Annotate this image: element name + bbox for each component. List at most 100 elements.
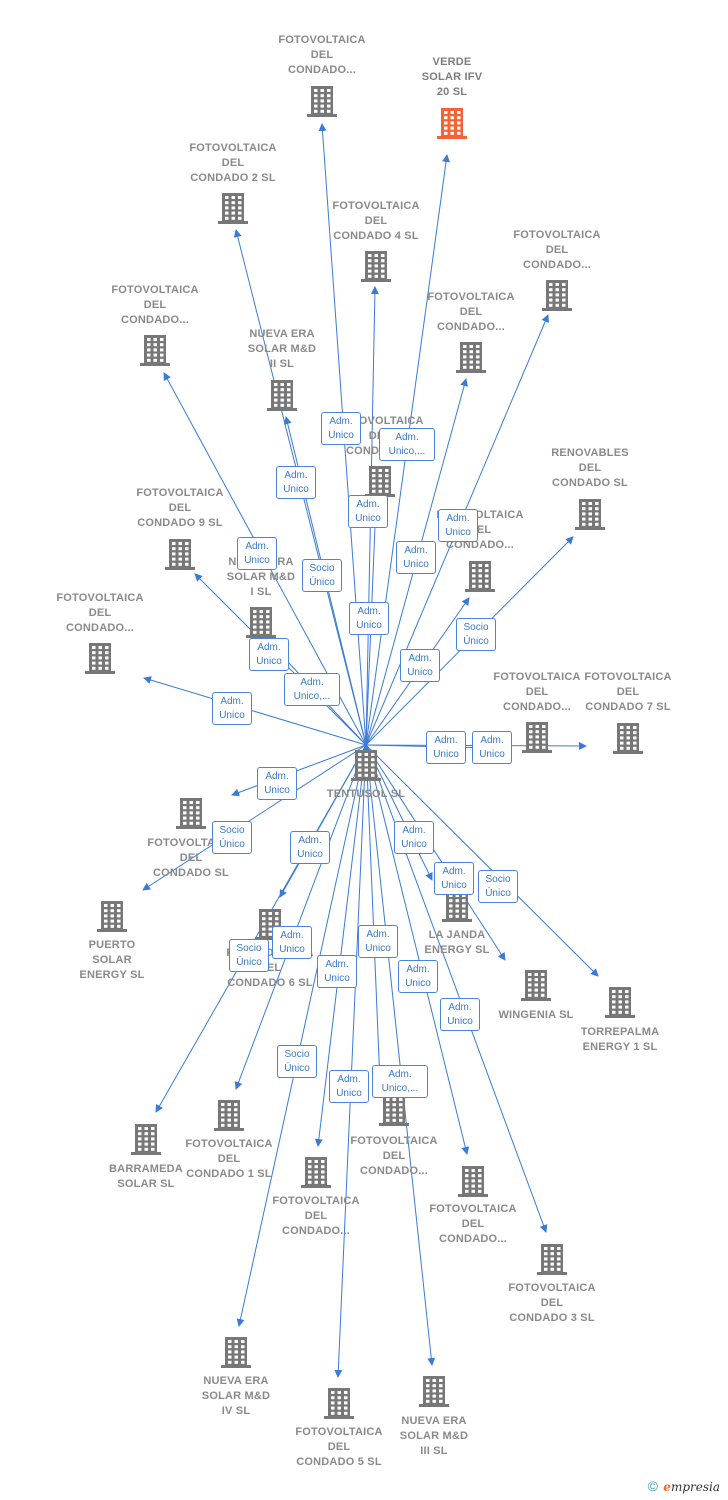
- relationship-badge[interactable]: Adm. Unico: [400, 649, 440, 682]
- edge-to-n31: [365, 744, 436, 1366]
- node-label-n1: FOTOVOLTAICA DEL CONDADO...: [278, 34, 366, 76]
- relationship-badge[interactable]: Adm. Unico: [272, 926, 312, 959]
- relationship-badge[interactable]: Adm. Unico: [317, 955, 357, 988]
- building-icon-n22[interactable]: [605, 987, 635, 1018]
- building-icon-n15[interactable]: [522, 722, 552, 753]
- node-label-n24: FOTOVOLTAICA DEL CONDADO 1 SL: [185, 1138, 273, 1180]
- relationship-badge[interactable]: Socio Único: [212, 821, 252, 854]
- node-label-n15: FOTOVOLTAICA DEL CONDADO...: [493, 671, 581, 713]
- building-icon-n7[interactable]: [456, 342, 486, 373]
- building-icon-n28[interactable]: [537, 1244, 567, 1275]
- edge-to-n17: [231, 744, 367, 797]
- node-label-n18: PUERTO SOLAR ENERGY SL: [79, 939, 145, 981]
- node-label-n10: RENOVABLES DEL CONDADO SL: [551, 447, 629, 489]
- node-label-n23: BARRAMEDA SOLAR SL: [109, 1163, 183, 1190]
- edge-to-n22: [365, 744, 599, 977]
- relationship-badge[interactable]: Adm. Unico: [349, 602, 389, 635]
- node-label-n26: FOTOVOLTAICA DEL CONDADO...: [272, 1195, 360, 1237]
- relationship-badge[interactable]: Adm. Unico: [276, 466, 316, 499]
- building-icon-n20[interactable]: [442, 891, 472, 922]
- node-label-n20: LA JANDA ENERGY SL: [424, 929, 490, 956]
- building-icon-n18[interactable]: [97, 901, 127, 932]
- relationship-badge[interactable]: Socio Único: [277, 1045, 317, 1078]
- edge-to-n21: [365, 744, 506, 961]
- building-icon-n1[interactable]: [307, 86, 337, 117]
- node-label-n29: NUEVA ERA SOLAR M&D IV SL: [201, 1375, 271, 1417]
- building-icon-n9[interactable]: [365, 466, 395, 497]
- building-icon-n23[interactable]: [131, 1124, 161, 1155]
- relationship-badge[interactable]: Adm. Unico: [398, 960, 438, 993]
- brand-logo: empresia: [663, 1480, 720, 1494]
- building-icon-n26[interactable]: [301, 1157, 331, 1188]
- building-icon-n14[interactable]: [85, 643, 115, 674]
- building-icon-n17[interactable]: [176, 798, 206, 829]
- building-icon-n5[interactable]: [542, 280, 572, 311]
- relationship-badge[interactable]: Adm. Unico: [426, 731, 466, 764]
- building-icon-n31[interactable]: [419, 1376, 449, 1407]
- relationship-badge[interactable]: Adm. Unico,...: [379, 428, 435, 461]
- node-label-center: TENTUSOL SL: [326, 788, 406, 800]
- relationship-badge[interactable]: Adm. Unico: [321, 412, 361, 445]
- node-label-n6: FOTOVOLTAICA DEL CONDADO...: [111, 284, 199, 326]
- node-label-n22: TORREPALMA ENERGY 1 SL: [580, 1026, 660, 1053]
- building-icon-n25[interactable]: [379, 1095, 409, 1126]
- relationship-badge[interactable]: Adm. Unico: [257, 767, 297, 800]
- edge-to-n26: [314, 744, 367, 1147]
- edge-to-n27: [365, 744, 470, 1155]
- node-label-n21: WINGENIA SL: [498, 1009, 574, 1021]
- relationship-badge[interactable]: Adm. Unico: [212, 692, 252, 725]
- node-label-n14: FOTOVOLTAICA DEL CONDADO...: [56, 592, 144, 634]
- building-icon-n11[interactable]: [165, 539, 195, 570]
- relationship-badge[interactable]: Socio Único: [302, 559, 342, 592]
- edge-to-n25: [365, 744, 384, 1084]
- node-label-n11: FOTOVOLTAICA DEL CONDADO 9 SL: [136, 487, 224, 529]
- node-label-n5: FOTOVOLTAICA DEL CONDADO...: [513, 229, 601, 271]
- building-icon-n2[interactable]: [437, 108, 467, 139]
- building-icon-n10[interactable]: [575, 499, 605, 530]
- node-label-n31: NUEVA ERA SOLAR M&D III SL: [399, 1415, 469, 1457]
- relationship-badge[interactable]: Socio Único: [229, 939, 269, 972]
- relationship-badge[interactable]: Adm. Unico: [394, 821, 434, 854]
- edge-to-n14: [143, 676, 367, 746]
- edge-to-n30: [334, 744, 367, 1378]
- node-label-n25: FOTOVOLTAICA DEL CONDADO...: [350, 1135, 438, 1177]
- building-icon-n24[interactable]: [214, 1100, 244, 1131]
- node-label-n2: VERDE SOLAR IFV 20 SL: [421, 56, 483, 98]
- relationship-badge[interactable]: Adm. Unico: [434, 862, 474, 895]
- relationship-badge[interactable]: Socio Único: [456, 618, 496, 651]
- building-icon-n13[interactable]: [246, 607, 276, 638]
- relationship-badge[interactable]: Adm. Unico: [290, 831, 330, 864]
- building-icon-n8[interactable]: [267, 380, 297, 411]
- relationship-badge[interactable]: Adm. Unico: [237, 537, 277, 570]
- relationship-badge[interactable]: Adm. Unico: [329, 1070, 369, 1103]
- edge-to-n24: [234, 744, 367, 1090]
- building-icon-n12[interactable]: [465, 561, 495, 592]
- relationship-badge[interactable]: Adm. Unico: [348, 495, 388, 528]
- relationship-badge[interactable]: Adm. Unico: [440, 998, 480, 1031]
- center-building-icon[interactable]: [351, 750, 381, 781]
- node-label-n30: FOTOVOLTAICA DEL CONDADO 5 SL: [295, 1426, 383, 1468]
- building-icon-n6[interactable]: [140, 335, 170, 366]
- relationship-badge[interactable]: Socio Único: [478, 870, 518, 903]
- relationship-badge[interactable]: Adm. Unico: [358, 925, 398, 958]
- relationship-badge[interactable]: Adm. Unico: [396, 541, 436, 574]
- relationship-badge[interactable]: Adm. Unico,...: [284, 673, 340, 706]
- building-icon-n21[interactable]: [521, 970, 551, 1001]
- building-icon-n27[interactable]: [458, 1166, 488, 1197]
- node-label-n28: FOTOVOLTAICA DEL CONDADO 3 SL: [508, 1282, 596, 1324]
- node-label-n7: FOTOVOLTAICA DEL CONDADO...: [427, 291, 515, 333]
- building-icon-n29[interactable]: [221, 1337, 251, 1368]
- relationship-badge[interactable]: Adm. Unico,...: [372, 1065, 428, 1098]
- relationship-badge[interactable]: Adm. Unico: [472, 731, 512, 764]
- footer-brand: © empresia: [648, 1478, 720, 1494]
- copyright-symbol: ©: [647, 1478, 658, 1494]
- building-icon-n30[interactable]: [324, 1388, 354, 1419]
- relationship-badge[interactable]: Adm. Unico: [249, 638, 289, 671]
- node-label-n4: FOTOVOLTAICA DEL CONDADO 4 SL: [332, 200, 420, 242]
- building-icon-n4[interactable]: [361, 251, 391, 282]
- building-icon-n16[interactable]: [613, 723, 643, 754]
- building-icon-n3[interactable]: [218, 193, 248, 224]
- node-label-n16: FOTOVOLTAICA DEL CONDADO 7 SL: [584, 671, 672, 713]
- node-label-n3: FOTOVOLTAICA DEL CONDADO 2 SL: [189, 142, 277, 184]
- relationship-badge[interactable]: Adm. Unico: [438, 509, 478, 542]
